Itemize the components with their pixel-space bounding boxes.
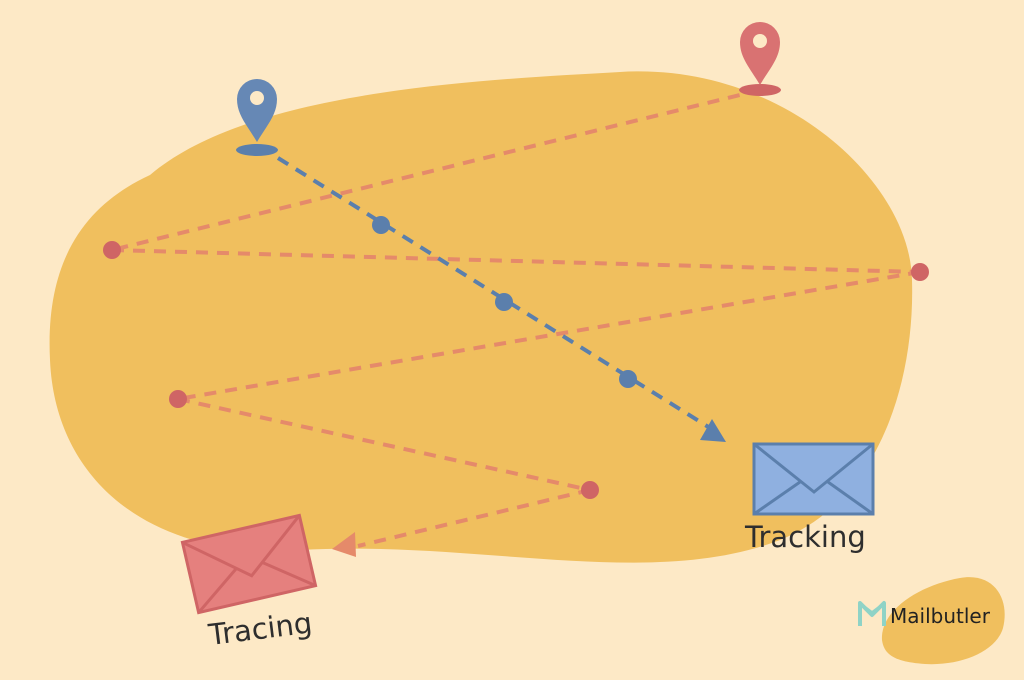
corner-blob (881, 577, 1005, 665)
mailbutler-logo-icon (858, 601, 886, 626)
tracing-waypoint (169, 390, 187, 408)
tracing-label: Tracing (206, 606, 314, 653)
background-blob (49, 71, 913, 563)
tracking-waypoints (372, 216, 637, 388)
tracing-waypoint (581, 481, 599, 499)
tracing-route (111, 88, 921, 548)
envelope-icon (180, 513, 318, 615)
tracing-route-segment (357, 488, 591, 548)
tracking-label: Tracking (744, 520, 866, 554)
tracking-waypoint (495, 293, 513, 311)
tracing-waypoint (911, 263, 929, 281)
tracing-route-segment (177, 397, 591, 492)
envelope-icon (752, 442, 875, 516)
map-pin-icon (739, 22, 781, 96)
tracking-waypoint (372, 216, 390, 234)
tracing-waypoints (103, 241, 929, 499)
tracing-route-segment (111, 88, 761, 252)
tracking-waypoint (619, 370, 637, 388)
brand-name: Mailbutler (890, 604, 991, 628)
tracing-waypoint (103, 241, 121, 259)
tracing-arrowhead (332, 532, 356, 557)
tracing-route-segment (111, 248, 921, 274)
tracking-route (276, 156, 712, 430)
tracking-arrowhead (700, 419, 726, 442)
map-pin-icon (236, 79, 278, 156)
